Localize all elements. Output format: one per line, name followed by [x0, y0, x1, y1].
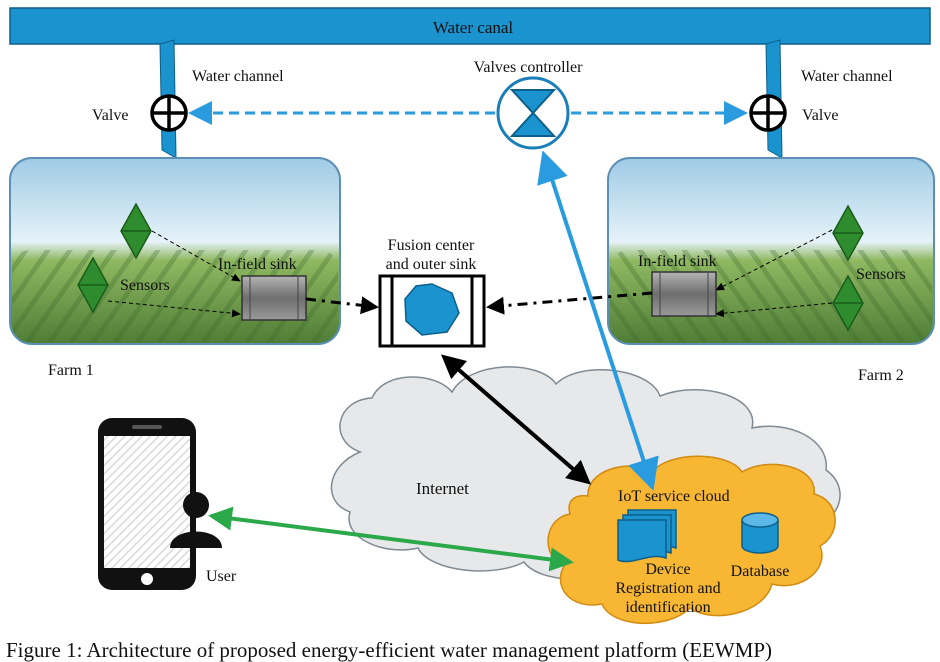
water-channel-left-label: Water channel: [192, 68, 284, 85]
iot-cloud-label: IoT service cloud: [618, 488, 730, 505]
sensors-left-label: Sensors: [120, 277, 170, 294]
valve-left-label: Valve: [92, 107, 128, 124]
valves-controller-label: Valves controller: [474, 59, 584, 76]
valve-left[interactable]: [150, 94, 188, 132]
water-channel-right-label: Water channel: [801, 68, 893, 85]
farm-1-label: Farm 1: [48, 362, 94, 379]
water-canal: Water canal: [9, 7, 931, 45]
sensor-link: [107, 300, 241, 318]
valve-right[interactable]: [749, 94, 787, 132]
database-label: Database: [731, 563, 790, 580]
valve-right-label: Valve: [802, 107, 838, 124]
sensor-icon: [77, 256, 109, 314]
internet-label: Internet: [416, 479, 469, 498]
user-label: User: [206, 568, 237, 585]
device-registration-icon: [617, 509, 677, 563]
cloud-controller-link: [537, 150, 659, 491]
user-cloud-link: [208, 506, 574, 572]
sensors-right-label: Sensors: [856, 266, 906, 283]
sink-link-left: [305, 296, 379, 315]
sensor-link: [715, 229, 833, 291]
database-icon: [741, 512, 779, 554]
sensor-icon: [120, 202, 152, 260]
infield-sink-left-label: In-field sink: [218, 256, 297, 273]
infield-sink-right-label: In-field sink: [638, 253, 717, 270]
valves-controller[interactable]: [496, 76, 570, 150]
smartphone-icon: [98, 418, 196, 590]
sensor-icon: [832, 204, 864, 262]
infield-sink-right: [651, 271, 717, 317]
sensor-link: [151, 230, 241, 282]
fusion-center[interactable]: [378, 274, 486, 348]
farm-2-label: Farm 2: [858, 367, 904, 384]
figure-caption: Figure 1: Architecture of proposed energ…: [6, 638, 773, 662]
water-canal-label: Water canal: [433, 18, 514, 37]
sensor-link: [715, 302, 833, 318]
fusion-cloud-link: [440, 354, 592, 485]
infield-sink-left: [241, 275, 307, 321]
sensor-icon: [832, 274, 864, 332]
